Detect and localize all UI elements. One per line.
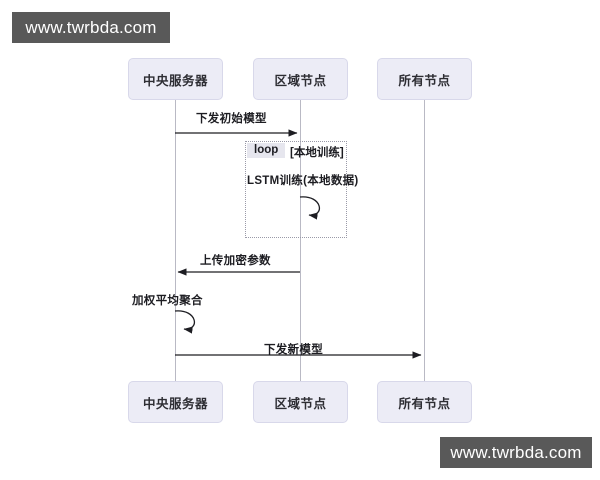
participant-label-central-server-top: 中央服务器 bbox=[142, 73, 208, 88]
participant-box-regional-node-bottom[interactable]: 区域节点 bbox=[253, 381, 348, 423]
participant-label-regional-node-top: 区域节点 bbox=[274, 73, 327, 88]
participant-box-central-server-bottom[interactable]: 中央服务器 bbox=[128, 381, 223, 423]
participant-box-central-server-top[interactable]: 中央服务器 bbox=[128, 58, 223, 100]
message-label-distribute-new-model: 下发新模型 bbox=[264, 344, 323, 356]
watermark-top: www.twrbda.com bbox=[12, 12, 170, 43]
participant-label-central-server-bottom: 中央服务器 bbox=[142, 396, 208, 411]
participant-label-regional-node-bottom: 区域节点 bbox=[274, 396, 327, 411]
loop-fragment-keyword: loop bbox=[247, 143, 286, 158]
participant-label-all-nodes-top: 所有节点 bbox=[398, 73, 451, 88]
message-arrow-weighted-average-aggregation bbox=[174, 310, 195, 334]
participant-box-all-nodes-top[interactable]: 所有节点 bbox=[377, 58, 472, 100]
loop-fragment-condition: [本地训练] bbox=[290, 147, 344, 159]
lifeline-all-nodes bbox=[424, 100, 425, 381]
lifeline-regional-node bbox=[300, 100, 301, 381]
message-label-weighted-average-aggregation: 加权平均聚合 bbox=[132, 295, 203, 307]
participant-box-all-nodes-bottom[interactable]: 所有节点 bbox=[377, 381, 472, 423]
message-label-lstm-training: LSTM训练(本地数据) bbox=[247, 175, 359, 187]
participant-label-all-nodes-bottom: 所有节点 bbox=[398, 396, 451, 411]
message-label-upload-encrypted-params: 上传加密参数 bbox=[200, 255, 271, 267]
loop-fragment bbox=[245, 141, 347, 238]
message-label-distribute-initial-model: 下发初始模型 bbox=[196, 113, 267, 125]
participant-box-regional-node-top[interactable]: 区域节点 bbox=[253, 58, 348, 100]
lifeline-central-server bbox=[175, 100, 176, 381]
watermark-bottom: www.twrbda.com bbox=[440, 437, 592, 468]
